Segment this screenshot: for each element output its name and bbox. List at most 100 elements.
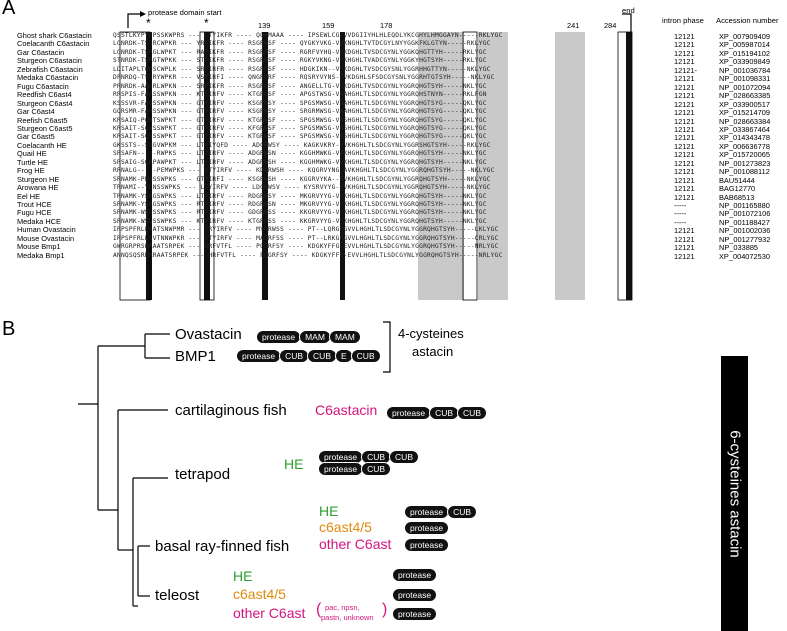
sequence-row: IRPSPFRLLSVTNNWPKR --- FTYIRFV ---- MAGR…: [113, 234, 499, 242]
intron-phase-value: 12121: [674, 124, 695, 134]
accession-value: XP_006636778: [719, 141, 770, 151]
gene-he: HE: [319, 503, 339, 519]
phylogenetic-tree: [78, 321, 391, 607]
domain-protease: protease: [404, 538, 450, 552]
species-label: Medaka C6astacin: [17, 73, 79, 83]
intron-phase-value: 12121: [674, 251, 695, 261]
species-label: Fugu C6astacin: [17, 81, 69, 91]
basal-domains-3: protease: [404, 538, 450, 552]
accession-value: NP_028663385: [719, 91, 771, 101]
accession-value: BAG12770: [719, 184, 756, 194]
accession-value: XP_005987014: [719, 40, 770, 50]
species-label: Frog HE: [17, 166, 45, 176]
species-label: Mouse Ovastacin: [17, 233, 75, 243]
accession-value: BAB68513: [719, 192, 755, 202]
four-cys-label: 4-cysteines: [398, 326, 464, 341]
position-tick: 284: [604, 21, 617, 30]
gene-c6astacin: C6astacin: [315, 402, 378, 418]
species-label: Eel HE: [17, 191, 41, 201]
sequence-row: SRNAMK-YSAGSWPKS --- RTYIRFV ---- RDGRWS…: [113, 201, 487, 208]
intron-phase-value: 12121: [674, 116, 695, 126]
accession-value: NP_028663384: [719, 116, 771, 126]
sequence-row: LDITAPLTQQSCWPLK --- SRYIRFR ---- RSGRSS…: [113, 65, 491, 73]
accession-value: NP_001165880: [719, 201, 770, 210]
domain-mam: MAM: [299, 330, 331, 344]
sequence-row: SRNAMK-WSQSSWPKS --- KTYIRFV ---- KTGRWS…: [113, 217, 487, 225]
intron-phase-value: 12121: [674, 192, 695, 202]
accession-value: NP_033885: [719, 243, 759, 253]
species-label: Sturgeon C6astacin: [17, 56, 82, 66]
sequence-row: STNRDK-TSRGTWPKK --- STFIKFR ---- RSGRWS…: [113, 57, 487, 65]
gene-he: HE: [233, 568, 253, 584]
domain-protease: protease: [236, 349, 282, 363]
sequence-row: SRSAIG-SGRPAWPKT --- LTYIRFV ---- ADGRWS…: [113, 158, 487, 166]
intron-phase-value: 12121-: [674, 65, 698, 75]
accession-value: NP_001277932: [719, 234, 771, 244]
sequence-row: IRPSPFRLLSATSNWPMR --- SRYIRFV ---- MYGR…: [113, 226, 499, 234]
domain-cub: CUB: [279, 349, 310, 363]
intron-phase-value: 12121: [674, 74, 695, 84]
sequence-row: KSSSVR-FAQSSWPKN --- GTYIRFV ---- KSGRWS…: [113, 99, 487, 107]
accession-value: NP_001036784: [719, 65, 771, 75]
intron-phase-value: 12121: [674, 175, 695, 185]
domain-cub: CUB: [350, 349, 381, 363]
species-label: Turtle HE: [17, 157, 48, 167]
gene-other-c6ast: other C6ast: [319, 536, 392, 552]
intron-phase-value: 12121: [674, 226, 695, 236]
accession-header: Accession number: [716, 16, 779, 25]
intron-phase-value: 12121: [674, 150, 695, 160]
species-label: Mouse Bmp1: [17, 242, 61, 252]
intron-phase-value: 12121: [674, 108, 695, 118]
intron-phase-value: 12121: [674, 234, 695, 244]
accession-value: BAU51444: [719, 175, 755, 185]
domain-protease: protease: [386, 406, 432, 420]
species-label: Reedfish C6ast4: [17, 90, 72, 100]
accession-value: XP_014343478: [719, 133, 770, 143]
intron-phase-value: -----: [674, 217, 687, 227]
domain-protease: protease: [318, 462, 364, 476]
star-marker: *: [146, 16, 151, 30]
domain-cub: CUB: [361, 462, 392, 476]
clade-teleost: teleost: [155, 587, 200, 604]
intron-phase-value: 12121: [674, 82, 695, 92]
species-label: Sturgeon HE: [17, 174, 60, 184]
intron-phase-value: 12121: [674, 32, 695, 41]
species-label: Medaka Bmp1: [17, 250, 65, 260]
intron-phase-value: 12121: [674, 243, 695, 253]
sequence-row: KRSAIT-SGSSSWPKT --- GTYIRFV ---- KTGRWS…: [113, 133, 487, 141]
position-tick: 139: [258, 21, 271, 30]
accession-value: XP_015214709: [719, 108, 770, 118]
sequence-row: ANNQSQSRRKRAATSRPEK --- HRFVTFL ---- PQG…: [113, 251, 503, 259]
clade-tetrapod: tetrapod: [175, 466, 231, 483]
species-label: Trout HCE: [17, 200, 52, 209]
position-tick: 159: [322, 21, 335, 30]
sequence-row: GQRSMR-FAHSSWPKN --- GTYIRFV ---- KSGRWS…: [113, 108, 487, 116]
accession-value: NP_001188427: [719, 217, 770, 227]
sequence-row: DPNRDQ-TSSRYWPKR --- VSYIRFI ---- QNGRSR…: [113, 74, 495, 82]
domain-protease: protease: [392, 607, 438, 621]
clade-ovastacin: Ovastacin: [175, 326, 242, 343]
accession-value: XP_015720065: [719, 150, 770, 160]
intron-phase-value: 12121: [674, 158, 695, 168]
domain-protease: protease: [392, 588, 438, 602]
intron-phase-value: 12121: [674, 40, 695, 50]
accession-value: NP_001072094: [719, 82, 771, 92]
intron-phase-value: 12121: [674, 184, 695, 194]
domain-protease: protease: [256, 330, 302, 344]
species-label: Reefish C6ast5: [17, 115, 68, 125]
four-cys-label-2: astacin: [412, 344, 454, 359]
intron-phase-header: intron phase: [662, 16, 704, 25]
accession-value: XP_033867464: [719, 124, 770, 134]
domain-cub: CUB: [307, 349, 337, 363]
accession-value: XP_033909849: [719, 57, 770, 67]
species-label: Human Ovastacin: [17, 225, 76, 235]
accession-value: XP_033900517: [719, 99, 770, 109]
domain-protease: protease: [404, 505, 450, 519]
clade-basal-ray-finned-fish: basal ray-finned fish: [155, 538, 290, 555]
gene-c6ast45: c6ast4/5: [319, 519, 372, 535]
accession-value: XP_004072530: [719, 251, 770, 261]
position-tick: 178: [380, 21, 393, 30]
